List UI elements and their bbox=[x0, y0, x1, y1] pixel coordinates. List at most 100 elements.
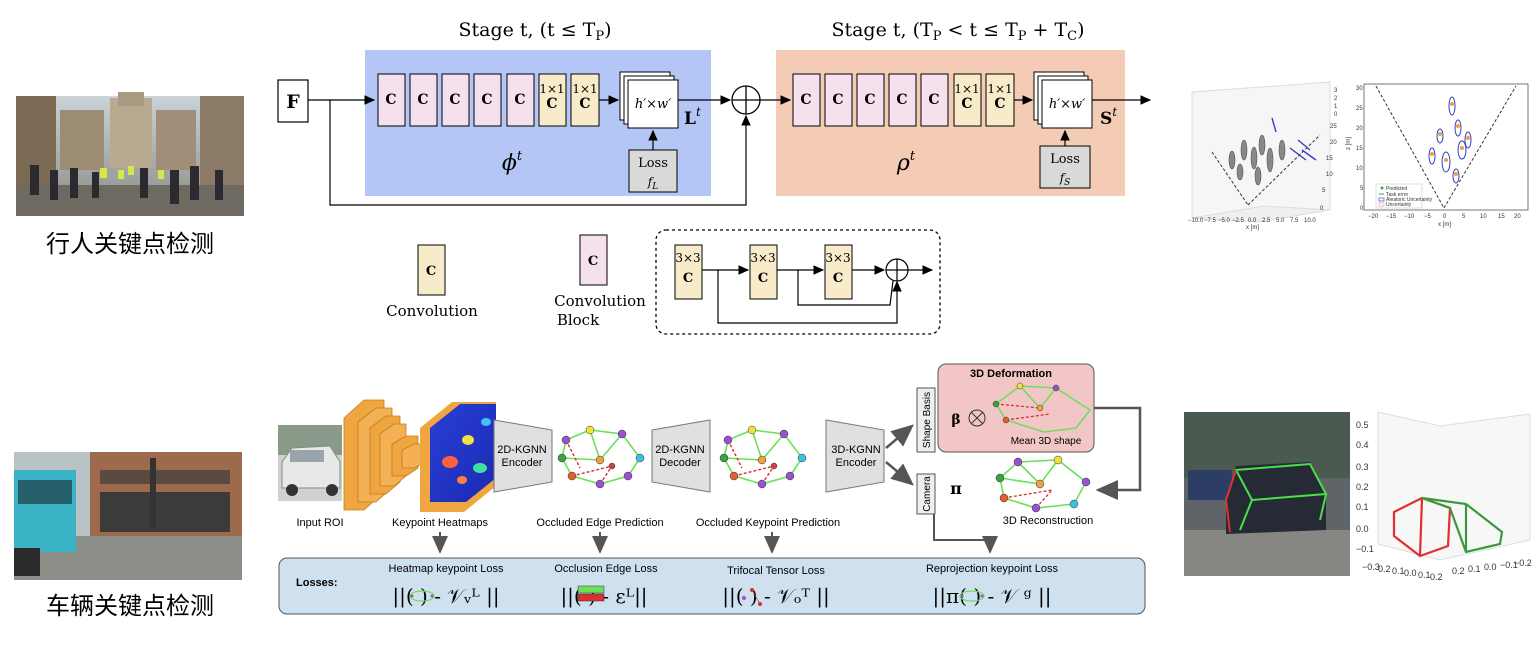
plot-tick: 1 bbox=[1334, 104, 1338, 110]
plot-tick: −0.1 bbox=[1500, 560, 1518, 570]
vehicle-3d-plot: 0.5 0.4 0.3 0.2 0.1 0.0 −0.1 −0.3 0.2 0.… bbox=[1356, 411, 1532, 582]
occluded-edge-graph bbox=[557, 425, 645, 489]
deformation-title: 3D Deformation bbox=[970, 368, 1052, 380]
decoder-2d-label-2: Decoder bbox=[659, 457, 701, 469]
L-output: Lt bbox=[684, 105, 701, 129]
plot-xlabel: x [m] bbox=[1438, 222, 1451, 228]
stage2-heatmap-stack bbox=[1033, 71, 1093, 129]
rho-label: ρt bbox=[896, 149, 916, 176]
pedestrian-3d-plot: 3 2 1 0 25 20 15 10 5 0 −10.0 −7.5 −5.0 … bbox=[1188, 81, 1338, 231]
shape-basis-box bbox=[916, 387, 936, 453]
plot-tick: −20 bbox=[1368, 214, 1379, 220]
three-by-three-label: 3×3 bbox=[825, 251, 850, 265]
decoder-2d bbox=[651, 419, 711, 493]
plot-tick: 25 bbox=[1356, 106, 1363, 112]
plot-tick: 0 bbox=[1334, 112, 1338, 118]
deformation-to-reconstruction-arrow bbox=[1094, 406, 1142, 500]
legend-entry: Uncertainty bbox=[1386, 202, 1412, 208]
one-by-one-label: 1×1 bbox=[572, 82, 597, 96]
heatmap-label: h′×w′ bbox=[635, 97, 671, 112]
conv-label: C bbox=[864, 92, 875, 108]
plot-tick: 0.3 bbox=[1356, 462, 1369, 472]
encoder-2d bbox=[493, 419, 553, 493]
plot-tick: 0.1 bbox=[1468, 564, 1481, 574]
plot-tick: 2 bbox=[1334, 96, 1338, 102]
plot-tick: 0.1 bbox=[1418, 570, 1431, 580]
plot-tick: 0 bbox=[1360, 206, 1364, 212]
plot-tick: 0.1 bbox=[1392, 566, 1405, 576]
losses-panel bbox=[278, 557, 1146, 615]
plot-tick: −0.1 bbox=[1356, 544, 1374, 554]
plot-tick: 15 bbox=[1326, 156, 1333, 162]
encoder-2d-label-2: Encoder bbox=[502, 457, 543, 469]
three-by-three-label: 3×3 bbox=[675, 251, 700, 265]
plot-tick: 30 bbox=[1356, 86, 1363, 92]
loss-S-box bbox=[1039, 145, 1091, 189]
mean-shape-label: Mean 3D shape bbox=[1011, 436, 1082, 447]
one-by-one-label: 1×1 bbox=[987, 82, 1012, 96]
plot-tick: 25 bbox=[1330, 124, 1337, 130]
beta-label: β bbox=[951, 412, 960, 428]
conv-label: C bbox=[481, 92, 492, 108]
conv-label: C bbox=[514, 92, 525, 108]
input-roi-image bbox=[278, 425, 342, 501]
plot-tick: −0.3 bbox=[1362, 562, 1380, 572]
plot-tick: 10 bbox=[1356, 166, 1363, 172]
one-by-one-label: 1×1 bbox=[539, 82, 564, 96]
losses-title: Losses: bbox=[296, 577, 338, 589]
camera-box bbox=[916, 473, 936, 515]
loss-trifocal-eq: ||( ) - 𝒱ₒᵀ || bbox=[722, 584, 830, 609]
occluded-keypoint-label: Occluded Keypoint Prediction bbox=[696, 517, 840, 529]
plot-tick: 0.0 bbox=[1248, 218, 1257, 224]
stage1-heatmap-stack bbox=[619, 71, 679, 129]
plot-tick: 0 bbox=[1320, 206, 1324, 212]
plot-tick: 0.4 bbox=[1356, 440, 1369, 450]
plot-tick: 0.0 bbox=[1484, 562, 1497, 572]
plot-tick: −2.5 bbox=[1232, 218, 1245, 224]
pedestrian-caption: 行人关键点检测 bbox=[46, 230, 214, 258]
legend-conv-swatch bbox=[417, 244, 446, 296]
one-by-one-label: 1×1 bbox=[954, 82, 979, 96]
sum-node bbox=[731, 85, 761, 115]
eq-projection-glyph bbox=[959, 590, 985, 602]
conv-label: C bbox=[385, 92, 396, 108]
encoder-3d-label-2: Encoder bbox=[836, 457, 877, 469]
plot-tick: 15 bbox=[1356, 146, 1363, 152]
conv-label: C bbox=[758, 271, 768, 286]
cnn-backbone bbox=[343, 399, 427, 511]
encoder-3d bbox=[825, 419, 885, 493]
vehicle-result-photo bbox=[1184, 412, 1350, 576]
loss-occlusion-title: Occlusion Edge Loss bbox=[554, 563, 658, 575]
conv-label: C bbox=[994, 96, 1005, 112]
plot-tick: 0.2 bbox=[1356, 482, 1369, 492]
loss-heatmap-eq: ||( ) - 𝒱ᵥᴸ || bbox=[392, 584, 499, 609]
plot-tick: 0.2 bbox=[1378, 564, 1391, 574]
phi-label: ϕt bbox=[502, 149, 523, 176]
plot-tick: −7.5 bbox=[1204, 218, 1217, 224]
plot-tick: 10 bbox=[1480, 214, 1487, 220]
plot-tick: 5 bbox=[1360, 186, 1364, 192]
loss-L-fn: fL bbox=[647, 175, 658, 192]
eq-tensor-glyph bbox=[742, 588, 762, 606]
decoder-2d-label-1: 2D-KGNN bbox=[655, 444, 705, 456]
conv-label: C bbox=[579, 96, 590, 112]
conv-label: C bbox=[833, 271, 843, 286]
conv-label: C bbox=[683, 271, 693, 286]
legend-block-label-2: Block bbox=[557, 311, 600, 329]
plot-tick: 0.5 bbox=[1356, 420, 1369, 430]
plot-tick: 0.2 bbox=[1452, 566, 1465, 576]
conv-label: C bbox=[896, 92, 907, 108]
conv-label: C bbox=[546, 96, 557, 112]
input-F-label: F bbox=[286, 91, 300, 113]
camera-label: Camera bbox=[922, 476, 933, 512]
legend-conv-label: Convolution bbox=[386, 302, 478, 320]
plot-tick: 20 bbox=[1330, 140, 1337, 146]
stage1-conv-blocks bbox=[377, 73, 600, 127]
plot-tick: 7.5 bbox=[1290, 218, 1299, 224]
legend-block-swatch bbox=[579, 234, 608, 286]
plot-ylabel: z [m] bbox=[1346, 137, 1352, 150]
loss-heatmap-title: Heatmap keypoint Loss bbox=[389, 563, 504, 575]
plot-tick: −15 bbox=[1386, 214, 1397, 220]
loss-reproj-eq: ||π( ) - 𝒱 ᵍ || bbox=[933, 584, 1052, 609]
